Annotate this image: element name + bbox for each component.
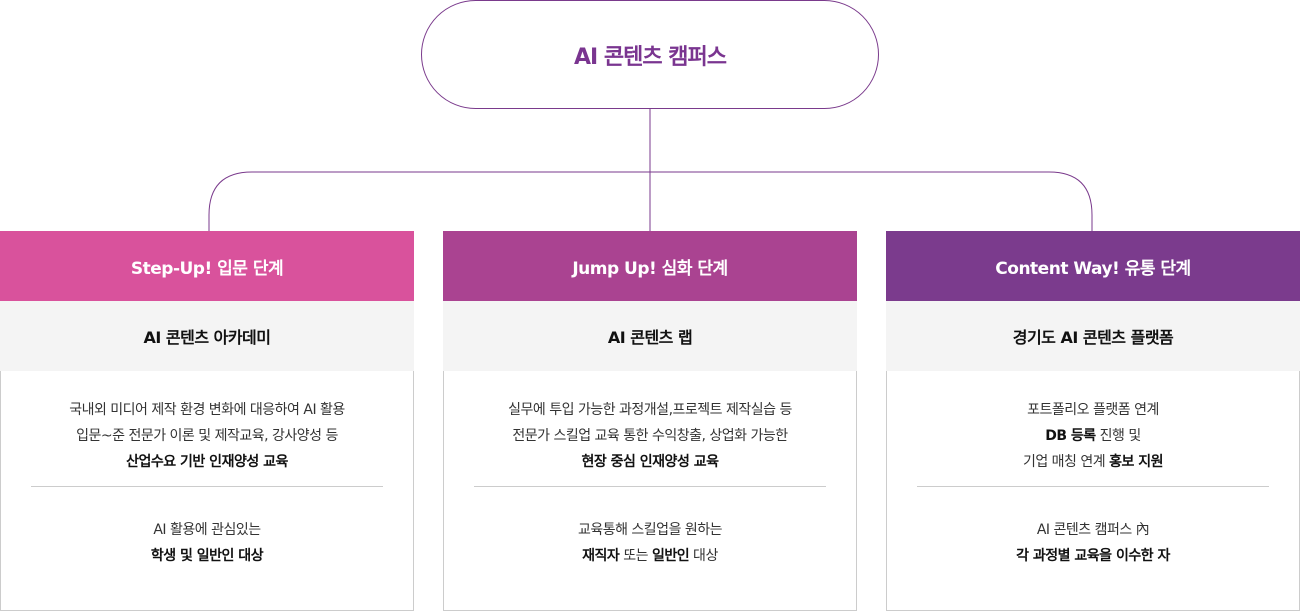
- target-line: 재직자 또는 일반인 대상: [444, 543, 856, 569]
- stage-header: Jump Up! 심화 단계: [443, 231, 857, 301]
- target-text: AI 콘텐츠 캠퍼스 內: [1036, 522, 1150, 538]
- desc-text: 포트폴리오 플랫폼 연계: [1027, 402, 1159, 418]
- desc-text: 입문~준 전문가 이론 및 제작교육, 강사양성 등: [76, 428, 338, 444]
- desc-line: 현장 중심 인재양성 교육: [444, 449, 856, 475]
- desc-text: 전문가 스킬업 교육 통한 수익창출, 상업화 가능한: [512, 428, 788, 444]
- desc-text: DB 등록: [1045, 428, 1096, 444]
- target-text: 교육통해 스킬업을 원하는: [577, 522, 723, 538]
- target-text: 각 과정별 교육을 이수한 자: [1016, 548, 1170, 564]
- divider: [917, 486, 1269, 487]
- desc-line: 포트폴리오 플랫폼 연계: [887, 397, 1299, 423]
- target-text: 대상: [689, 548, 718, 564]
- stage-header: Step-Up! 입문 단계: [0, 231, 414, 301]
- desc-text: 진행 및: [1095, 428, 1142, 444]
- desc-text: 국내외 미디어 제작 환경 변화에 대응하여 AI 활용: [69, 402, 345, 418]
- divider: [474, 486, 826, 487]
- desc-text: 실무에 투입 가능한 과정개설,프로젝트 제작실습 등: [508, 402, 792, 418]
- desc-text: 기업 매칭 연계: [1022, 454, 1110, 470]
- desc-line: 실무에 투입 가능한 과정개설,프로젝트 제작실습 등: [444, 397, 856, 423]
- desc-text: 산업수요 기반 인재양성 교육: [126, 454, 288, 470]
- target-text: 일반인: [651, 548, 690, 564]
- desc-text: 현장 중심 인재양성 교육: [581, 454, 719, 470]
- desc-line: 국내외 미디어 제작 환경 변화에 대응하여 AI 활용: [1, 397, 413, 423]
- target-line: AI 활용에 관심있는: [1, 517, 413, 543]
- desc-line: 입문~준 전문가 이론 및 제작교육, 강사양성 등: [1, 423, 413, 449]
- target-text: 학생 및 일반인 대상: [150, 548, 264, 564]
- stage-subtitle-label: 경기도 AI 콘텐츠 플랫폼: [1012, 328, 1174, 347]
- desc-line: 기업 매칭 연계 홍보 지원: [887, 449, 1299, 475]
- stage-subtitle-label: AI 콘텐츠 아카데미: [143, 328, 271, 347]
- stage-header-label: Content Way! 유통 단계: [995, 258, 1191, 279]
- stage-subtitle: 경기도 AI 콘텐츠 플랫폼: [886, 301, 1300, 371]
- desc-line: 산업수요 기반 인재양성 교육: [1, 449, 413, 475]
- target-text: 또는: [619, 548, 652, 564]
- stage-header-label: Step-Up! 입문 단계: [130, 258, 284, 279]
- stage-header-label: Jump Up! 심화 단계: [572, 258, 728, 279]
- target-text: 재직자: [582, 548, 620, 564]
- desc-line: 전문가 스킬업 교육 통한 수익창출, 상업화 가능한: [444, 423, 856, 449]
- divider: [31, 486, 383, 487]
- stage-header: Content Way! 유통 단계: [886, 231, 1300, 301]
- root-node: AI 콘텐츠 캠퍼스: [421, 0, 879, 109]
- desc-line: DB 등록 진행 및: [887, 423, 1299, 449]
- target-line: 교육통해 스킬업을 원하는: [444, 517, 856, 543]
- stage-subtitle: AI 콘텐츠 랩: [443, 301, 857, 371]
- target-line: 각 과정별 교육을 이수한 자: [887, 543, 1299, 569]
- desc-text: 홍보 지원: [1109, 454, 1164, 470]
- target-line: AI 콘텐츠 캠퍼스 內: [887, 517, 1299, 543]
- target-text: AI 활용에 관심있는: [153, 522, 261, 538]
- stage-subtitle: AI 콘텐츠 아카데미: [0, 301, 414, 371]
- target-line: 학생 및 일반인 대상: [1, 543, 413, 569]
- root-title: AI 콘텐츠 캠퍼스: [574, 44, 727, 70]
- stage-subtitle-label: AI 콘텐츠 랩: [607, 328, 693, 347]
